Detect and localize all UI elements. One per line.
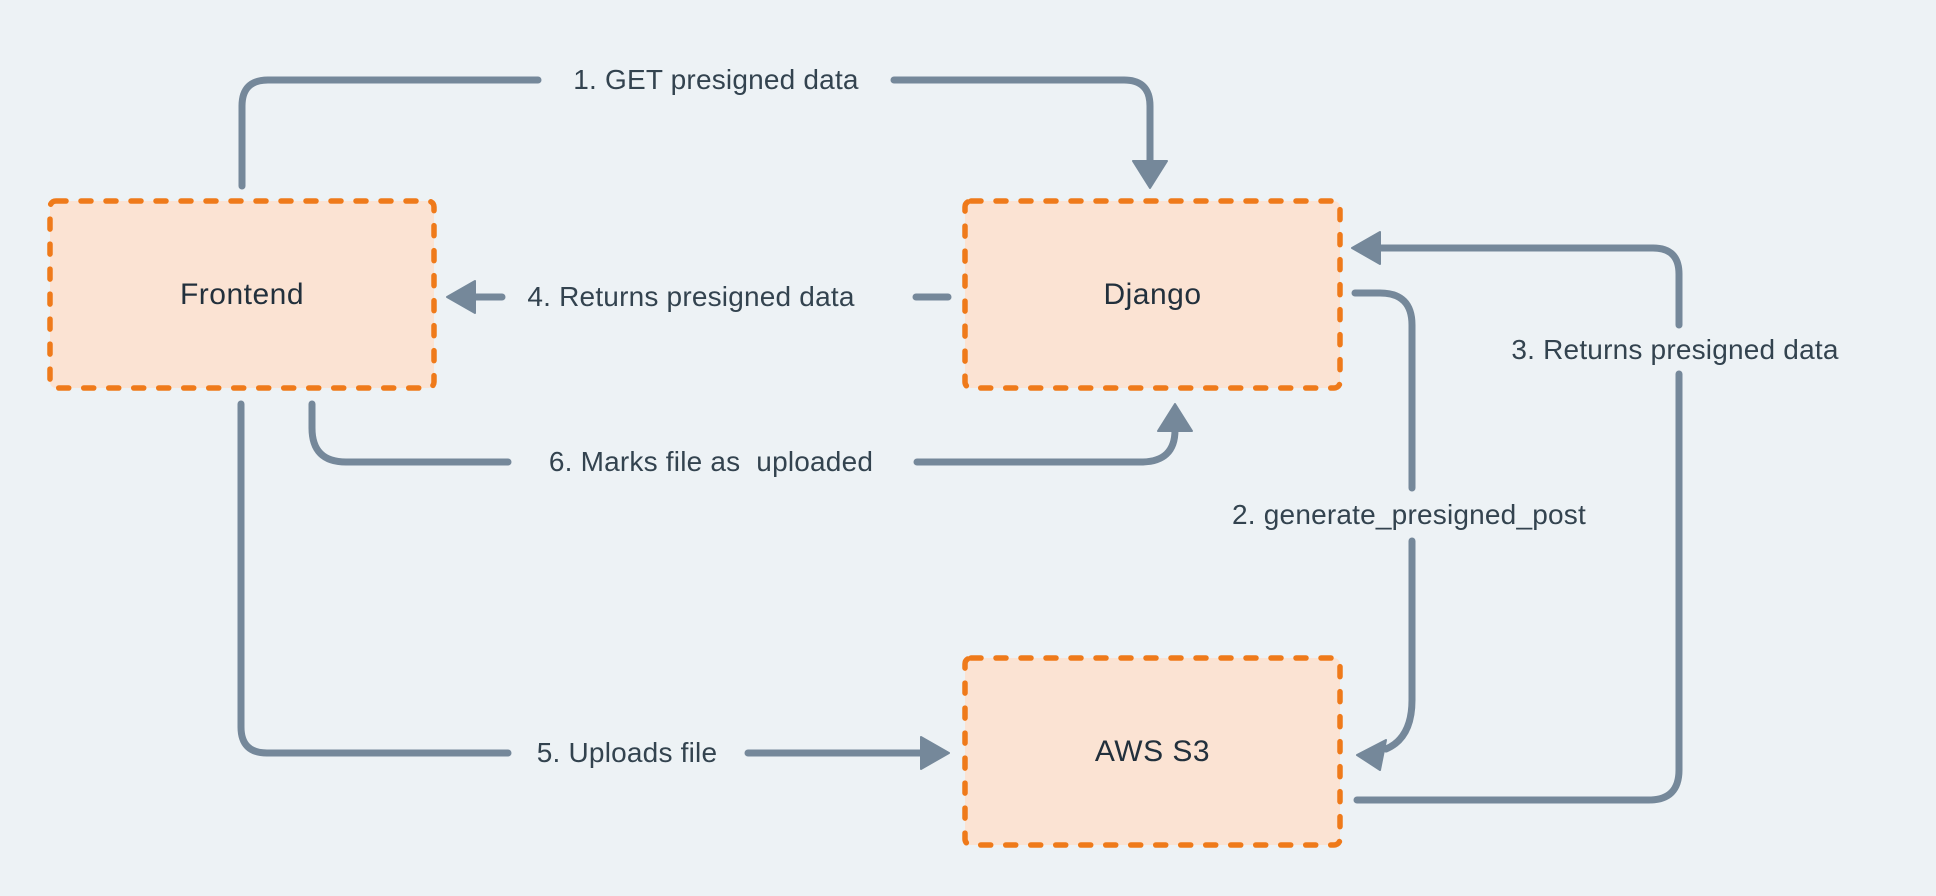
node-django: Django <box>962 198 1343 391</box>
edge-6-arrowhead <box>1157 403 1193 432</box>
edge-4-label: 4. Returns presigned data <box>527 281 855 312</box>
edge-3-arrowhead <box>1351 231 1381 265</box>
edge-2-arrowhead <box>1356 739 1387 771</box>
edge-5-label: 5. Uploads file <box>536 737 718 768</box>
edge-5-arrowhead <box>920 736 950 770</box>
edge-2-path-bottom <box>1382 537 1416 753</box>
edge-3-path-bottom <box>1353 370 1683 804</box>
edge-1-path-left <box>238 76 542 190</box>
node-aws-s3-label: AWS S3 <box>1094 734 1211 768</box>
edge-3-label: 3. Returns presigned data <box>1511 334 1839 365</box>
node-django-label: Django <box>1103 277 1202 311</box>
edge-6-path-right <box>913 426 1179 466</box>
edge-2-label: 2. generate_presigned_post <box>1232 499 1586 530</box>
edge-1-path-right <box>890 76 1154 164</box>
edge-5-path-left <box>237 400 512 757</box>
edge-6-label: 6. Marks file as uploaded <box>548 446 874 477</box>
node-django-border <box>962 198 1343 391</box>
node-frontend: Frontend <box>47 198 437 391</box>
node-aws-s3: AWS S3 <box>962 655 1343 848</box>
edge-1-label: 1. GET presigned data <box>573 64 859 95</box>
edge-3-path-top <box>1376 244 1683 329</box>
node-frontend-label: Frontend <box>179 277 305 311</box>
node-frontend-border <box>47 198 437 391</box>
node-aws-s3-border <box>962 655 1343 848</box>
edge-2-path-top <box>1351 289 1416 492</box>
edge-4-arrowhead <box>446 280 476 314</box>
edge-1-arrowhead <box>1132 160 1168 189</box>
edge-6-path-left <box>308 400 512 466</box>
